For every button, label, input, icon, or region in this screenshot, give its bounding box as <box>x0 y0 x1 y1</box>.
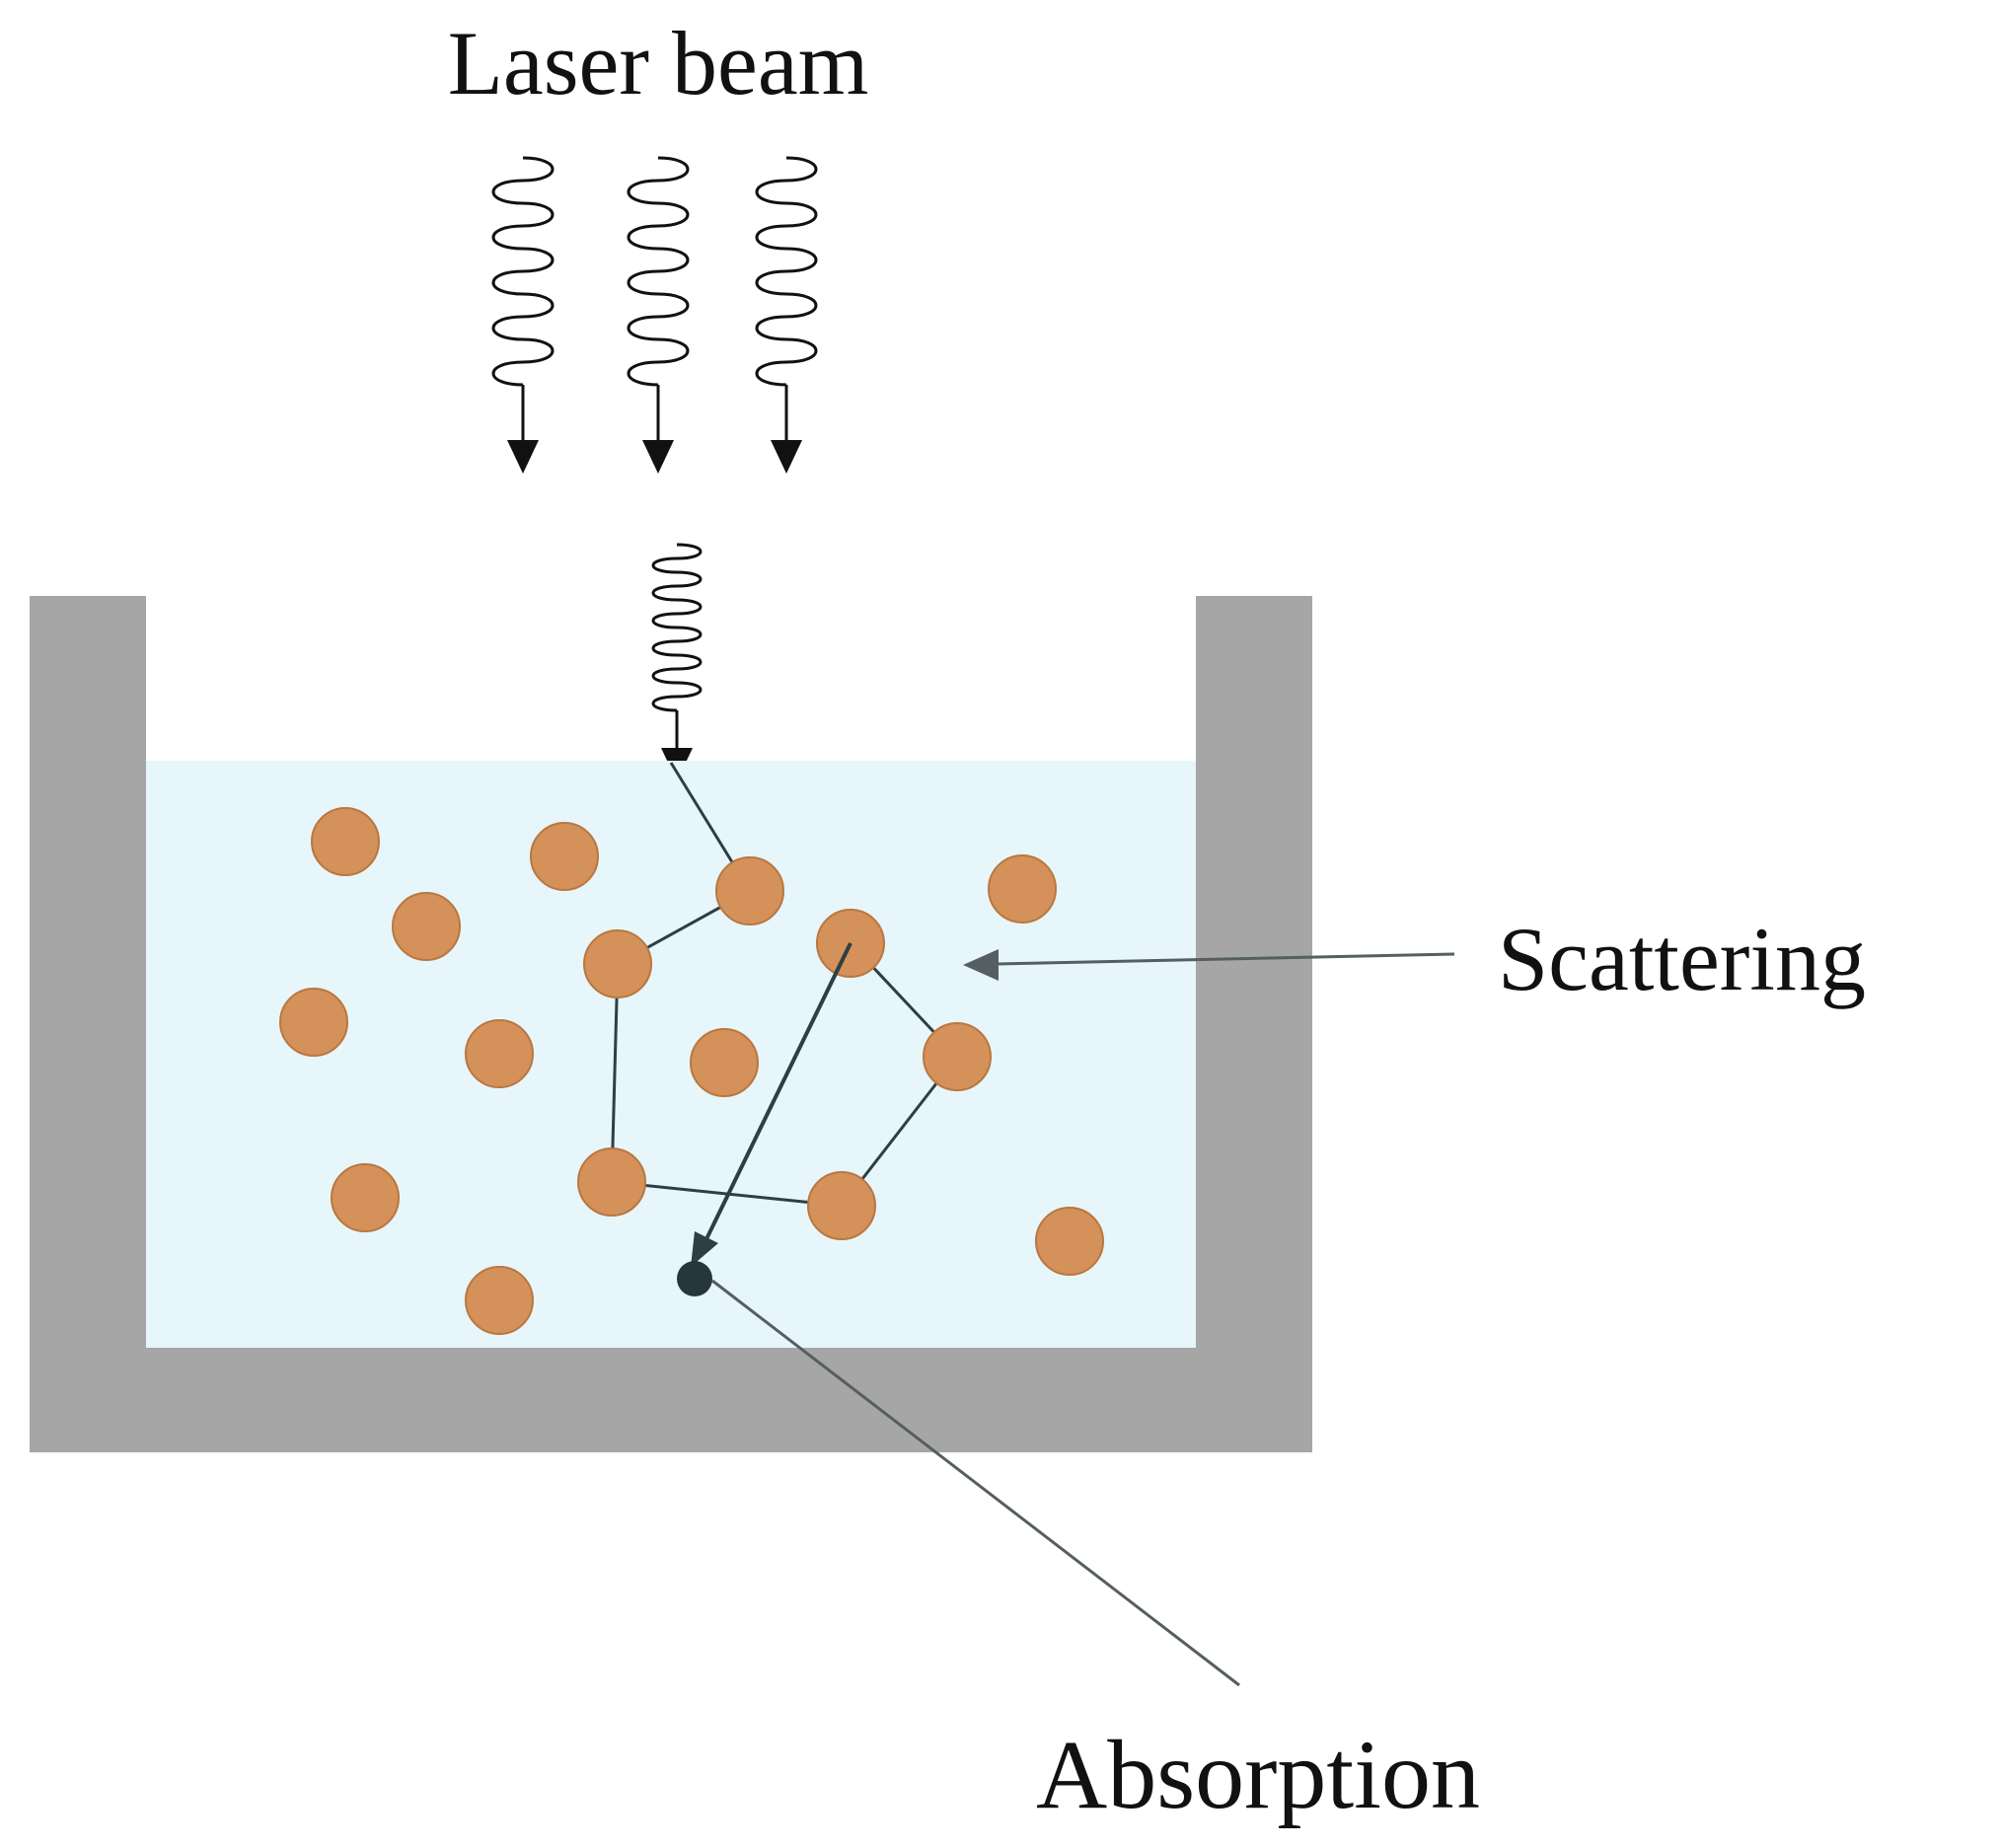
scattering-pointer <box>963 949 1455 981</box>
wave-line <box>755 156 818 387</box>
path-segment <box>610 963 620 1183</box>
wavy-arrow-icon <box>491 156 555 474</box>
scattering-particle <box>392 892 461 961</box>
scattering-particle <box>988 854 1057 924</box>
container-wall <box>30 596 1312 1452</box>
scattering-particle <box>923 1022 992 1091</box>
scattering-particle <box>465 1266 534 1335</box>
absorption-arrowhead <box>691 1231 718 1267</box>
wave-line <box>627 156 690 387</box>
scattering-particle <box>331 1163 400 1232</box>
scattering-pointer-line <box>996 952 1455 966</box>
scattering-pointer-arrowhead <box>963 949 999 981</box>
scattering-particle <box>807 1171 876 1240</box>
absorption-label: Absorption <box>1036 1720 1480 1829</box>
wavy-arrow-icon <box>627 156 690 474</box>
path-segment-to-absorber <box>701 942 852 1248</box>
scattering-particle <box>311 807 380 876</box>
scattering-label: Scattering <box>1498 909 1866 1009</box>
wave-arrowhead <box>642 440 674 474</box>
wave-line <box>491 156 555 387</box>
wave-line <box>651 543 703 712</box>
wavy-arrow-icon <box>651 543 703 781</box>
scattering-particle <box>583 929 652 998</box>
scattering-particle <box>465 1019 534 1088</box>
scattering-particle <box>715 856 784 925</box>
wave-arrowhead <box>771 440 802 474</box>
absorber-particle <box>677 1261 712 1296</box>
laser-beam-label: Laser beam <box>448 13 869 113</box>
scattering-particle <box>690 1028 759 1097</box>
wavy-arrow-icon <box>755 156 818 474</box>
scattering-particle <box>1035 1207 1104 1276</box>
particles <box>279 807 1104 1335</box>
absorption-path <box>691 942 852 1267</box>
scattering-particle <box>530 822 599 891</box>
absorption-pointer-line <box>711 1279 1240 1687</box>
wave-arrowhead <box>507 440 539 474</box>
scattering-particle <box>577 1147 646 1217</box>
scattering-particle <box>279 988 348 1057</box>
sample-container <box>30 596 1312 1452</box>
incoming-waves <box>491 156 818 781</box>
